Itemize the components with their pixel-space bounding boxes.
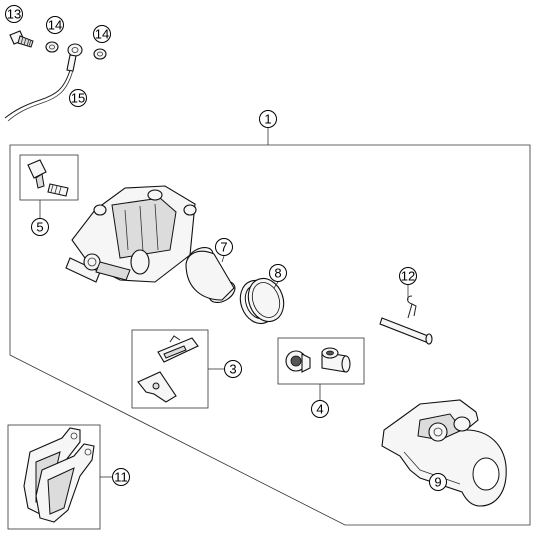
leader-7 xyxy=(221,255,225,263)
callout-7-label: 7 xyxy=(220,240,227,255)
callout-9: 9 xyxy=(429,473,447,491)
callout-1: 1 xyxy=(259,110,277,128)
callout-14: 14 xyxy=(46,16,64,34)
callout-8: 8 xyxy=(269,264,287,282)
callout-12: 12 xyxy=(399,267,417,285)
callout-14-label: 14 xyxy=(95,27,109,42)
callout-8-label: 8 xyxy=(274,266,281,281)
callout-14: 14 xyxy=(93,25,111,43)
callout-14-label: 14 xyxy=(48,18,62,33)
callout-11: 11 xyxy=(112,468,130,486)
bleed-screw-part xyxy=(27,159,69,197)
callout-5-label: 5 xyxy=(36,220,43,235)
banjo-bolt-part xyxy=(9,30,34,48)
caliper-body-part xyxy=(65,185,197,283)
caliper-bracket-part xyxy=(381,399,507,507)
callout-4-label: 4 xyxy=(316,402,323,417)
callout-9-label: 9 xyxy=(434,475,441,490)
main-assembly-frame xyxy=(9,144,531,526)
retaining-pin-part xyxy=(379,295,433,345)
banjo-fitting-part xyxy=(66,43,83,72)
callout-3-label: 3 xyxy=(229,362,236,377)
callout-11-label: 11 xyxy=(114,470,128,485)
callout-7: 7 xyxy=(215,238,233,256)
washer-part xyxy=(93,48,107,60)
washer-part xyxy=(45,41,59,53)
callout-15-label: 15 xyxy=(71,91,85,106)
sleeve-box xyxy=(277,337,365,385)
callout-13: 13 xyxy=(5,5,23,23)
callout-3: 3 xyxy=(224,360,242,378)
callout-12-label: 12 xyxy=(401,269,415,284)
leader-8 xyxy=(273,281,279,289)
bleed-screw-box xyxy=(19,154,79,201)
pad-spring-part xyxy=(137,335,199,403)
seal-ring-part xyxy=(239,277,285,325)
brake-hose-group xyxy=(4,30,107,122)
callout-1-label: 1 xyxy=(264,112,271,127)
piston-part xyxy=(185,246,236,304)
callout-5: 5 xyxy=(31,218,49,236)
brake-hose-line xyxy=(4,69,71,119)
callout-4: 4 xyxy=(311,400,329,418)
callout-15: 15 xyxy=(69,89,87,107)
slide-sleeve-part xyxy=(285,347,351,373)
callout-13-label: 13 xyxy=(7,7,21,22)
brake-pad-part xyxy=(23,427,95,523)
